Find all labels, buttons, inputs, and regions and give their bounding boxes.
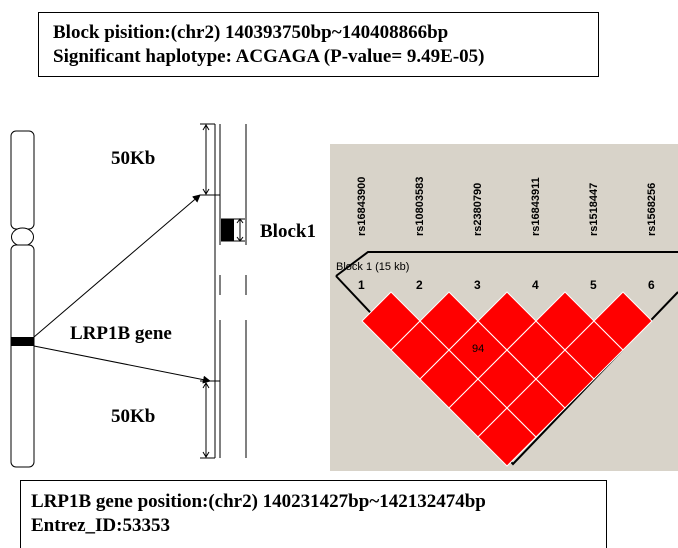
flank-top-arrow — [200, 124, 220, 196]
snp-label: rs1518447 — [588, 182, 600, 236]
marker-number: 1 — [358, 278, 365, 292]
chromosome-ideogram — [10, 130, 35, 468]
snp-label: rs1568256 — [646, 182, 658, 236]
significant-haplotype-text: Significant haplotype: ACGAGA (P-value= … — [53, 46, 485, 67]
marker-number: 4 — [532, 278, 539, 292]
gene-info-box: LRP1B gene position:(chr2) 140231427bp~1… — [20, 480, 607, 548]
ld-value-label: 94 — [472, 343, 485, 355]
snp-label: rs10803583 — [414, 176, 426, 236]
entrez-id-text: Entrez_ID:53353 — [31, 515, 170, 536]
marker-number: 6 — [648, 278, 655, 292]
gene-position-text: LRP1B gene position:(chr2) 140231427bp~1… — [31, 491, 486, 512]
flank-bottom-label: 50Kb — [111, 406, 156, 427]
gene-label: LRP1B gene — [70, 323, 172, 344]
marker-number: 2 — [416, 278, 423, 292]
flank-bottom-arrow — [200, 380, 220, 458]
ld-matrix — [361, 291, 653, 467]
ld-cell — [593, 291, 653, 351]
zoom-line-top — [33, 194, 201, 338]
zoom-line-bottom — [33, 345, 211, 384]
gene-locus-band — [11, 337, 34, 346]
snp-label: rs16843911 — [530, 177, 542, 236]
block-position-text: Block pisition:(chr2) 140393750bp~140408… — [53, 22, 449, 43]
gene-bar — [200, 123, 247, 459]
flank-top-label: 50Kb — [111, 148, 156, 169]
snp-label: rs2380790 — [472, 182, 484, 236]
block-label: Block1 — [260, 221, 316, 242]
marker-number: 5 — [590, 278, 597, 292]
snp-label: rs16843900 — [356, 176, 368, 236]
haploview-block-title: Block 1 (15 kb) — [336, 261, 410, 273]
marker-number: 3 — [474, 278, 481, 292]
block1-marker — [221, 218, 245, 242]
block-info-box: Block pisition:(chr2) 140393750bp~140408… — [38, 12, 599, 77]
